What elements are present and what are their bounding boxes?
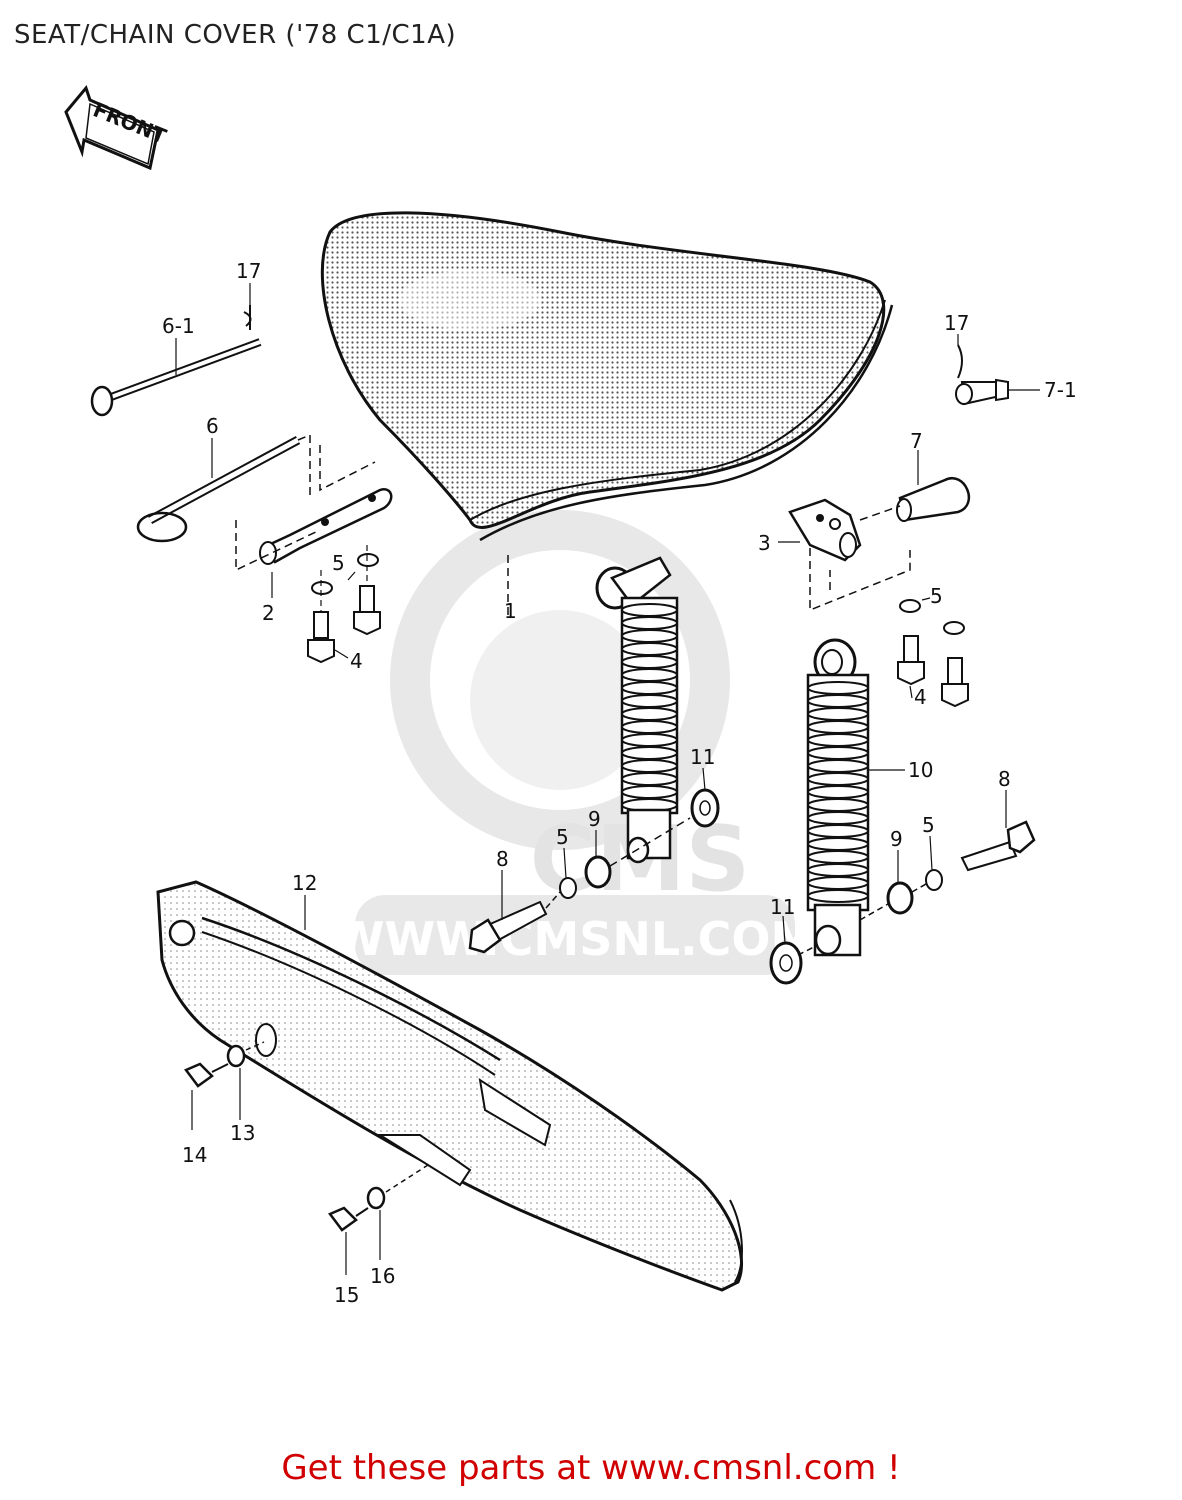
callout-11b: 11	[770, 895, 795, 919]
spring-coil	[621, 694, 678, 708]
chain-cover-screws	[184, 1041, 429, 1275]
spring-coil	[621, 733, 678, 747]
front-arrow-icon: FRONT	[64, 84, 170, 171]
spring-coil	[621, 603, 678, 617]
chain-cover-part	[156, 880, 743, 1292]
spring-coil	[621, 668, 678, 682]
callout-leaders	[175, 283, 1040, 1120]
callout-2: 2	[262, 601, 275, 625]
callout-labels: 17 6-1 6 2 5 4 1 17 7-1 7 3 5 4 10 8 9 5…	[162, 259, 1077, 1307]
spring-coil	[807, 785, 869, 799]
spring-coil	[621, 746, 678, 760]
spring-coil	[621, 720, 678, 734]
callout-17b: 17	[944, 311, 969, 335]
spring-coil	[807, 746, 869, 760]
callout-9b: 9	[890, 827, 903, 851]
spring-coil	[807, 772, 869, 786]
callout-5d: 5	[922, 813, 935, 837]
spring-coil	[807, 694, 869, 708]
callout-6: 6	[206, 414, 219, 438]
right-hinge-parts	[788, 344, 1009, 708]
callout-12: 12	[292, 871, 317, 895]
callout-5a: 5	[332, 551, 345, 575]
spring-coil	[621, 681, 678, 695]
spring-coil	[807, 811, 869, 825]
spring-coil	[621, 642, 678, 656]
spring-coil	[621, 772, 678, 786]
watermark: CMS WWW.CMSNL.COM	[334, 510, 817, 975]
watermark-url-text: WWW.CMSNL.COM	[334, 912, 817, 966]
callout-3: 3	[758, 531, 771, 555]
callout-9a: 9	[588, 807, 601, 831]
callout-17a: 17	[236, 259, 261, 283]
callout-4b: 4	[914, 685, 927, 709]
callout-5b: 5	[930, 584, 943, 608]
callout-7: 7	[910, 429, 923, 453]
shock-mount-hardware	[468, 788, 1036, 985]
spring-coil	[807, 707, 869, 721]
spring-coil	[807, 798, 869, 812]
left-hinge-parts	[90, 305, 393, 664]
spring-coil	[807, 850, 869, 864]
left-shock-absorber	[507, 555, 679, 864]
callout-14: 14	[182, 1143, 207, 1167]
spring-coil	[807, 720, 869, 734]
spring-coil	[807, 824, 869, 838]
callout-15: 15	[334, 1283, 359, 1307]
callout-16: 16	[370, 1264, 395, 1288]
callout-8a: 8	[496, 847, 509, 871]
callout-11a: 11	[690, 745, 715, 769]
spring-coil	[621, 759, 678, 773]
callout-4a: 4	[350, 649, 363, 673]
page-title: SEAT/CHAIN COVER ('78 C1/C1A)	[14, 20, 457, 50]
spring-coil	[807, 837, 869, 851]
callout-6-1: 6-1	[162, 314, 195, 338]
callout-7-1: 7-1	[1044, 378, 1077, 402]
spring-coil	[621, 616, 678, 630]
seat-part	[320, 211, 894, 542]
spring-coil	[807, 863, 869, 877]
callout-8b: 8	[998, 767, 1011, 791]
spring-coil	[807, 733, 869, 747]
spring-coil	[807, 876, 869, 890]
callout-1: 1	[504, 599, 517, 623]
spring-coil	[807, 889, 869, 903]
footer-link-text[interactable]: Get these parts at www.cmsnl.com !	[281, 1448, 901, 1488]
spring-coil	[621, 707, 678, 721]
callout-5c: 5	[556, 825, 569, 849]
spring-coil	[807, 759, 869, 773]
callout-13: 13	[230, 1121, 255, 1145]
spring-coil	[621, 629, 678, 643]
spring-coil	[807, 681, 869, 695]
callout-10: 10	[908, 758, 933, 782]
right-shock-absorber	[806, 638, 870, 957]
spring-coil	[621, 655, 678, 669]
spring-coil	[621, 785, 678, 799]
